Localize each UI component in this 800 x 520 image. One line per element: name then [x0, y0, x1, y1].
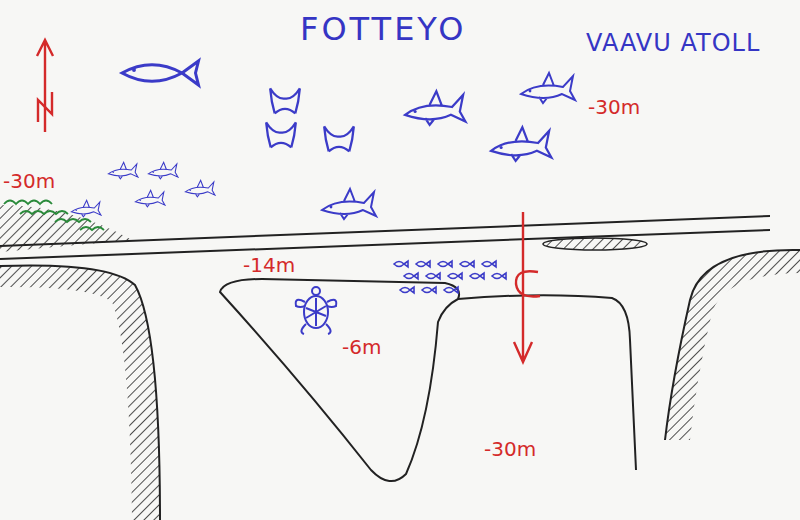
manta-ray	[324, 126, 354, 151]
fish-school	[394, 261, 506, 293]
depth-label: -6m	[342, 336, 381, 358]
turtle	[296, 287, 337, 334]
manta-ray	[266, 122, 296, 147]
reef-ledge	[543, 238, 647, 250]
site-title: FOTTEYO	[300, 12, 466, 47]
reef-fish	[185, 180, 215, 196]
shark	[521, 73, 575, 103]
reef-wall	[0, 265, 160, 520]
coral-growth	[4, 201, 104, 231]
shark	[405, 91, 465, 125]
reef-wall	[665, 250, 800, 440]
north-arrow	[37, 40, 53, 132]
manta-ray	[270, 88, 300, 113]
pinnacle-outline	[220, 279, 459, 481]
current-arrow	[514, 212, 540, 362]
shark	[491, 127, 551, 161]
depth-label: -14m	[243, 254, 295, 276]
pelagic-fish	[122, 61, 199, 85]
depth-label: -30m	[484, 438, 536, 460]
reef-fish	[108, 162, 138, 178]
depth-label: -30m	[588, 96, 640, 118]
wall-hatching	[665, 250, 800, 440]
atoll-name: VAAVU ATOLL	[586, 30, 760, 56]
wall-hatching	[0, 265, 160, 520]
depth-label: -30m	[3, 170, 55, 192]
reef-fish	[148, 162, 178, 178]
reef-fish	[135, 190, 165, 206]
shark	[322, 189, 376, 219]
reef-fish	[71, 200, 101, 216]
channel-outline	[458, 295, 636, 470]
